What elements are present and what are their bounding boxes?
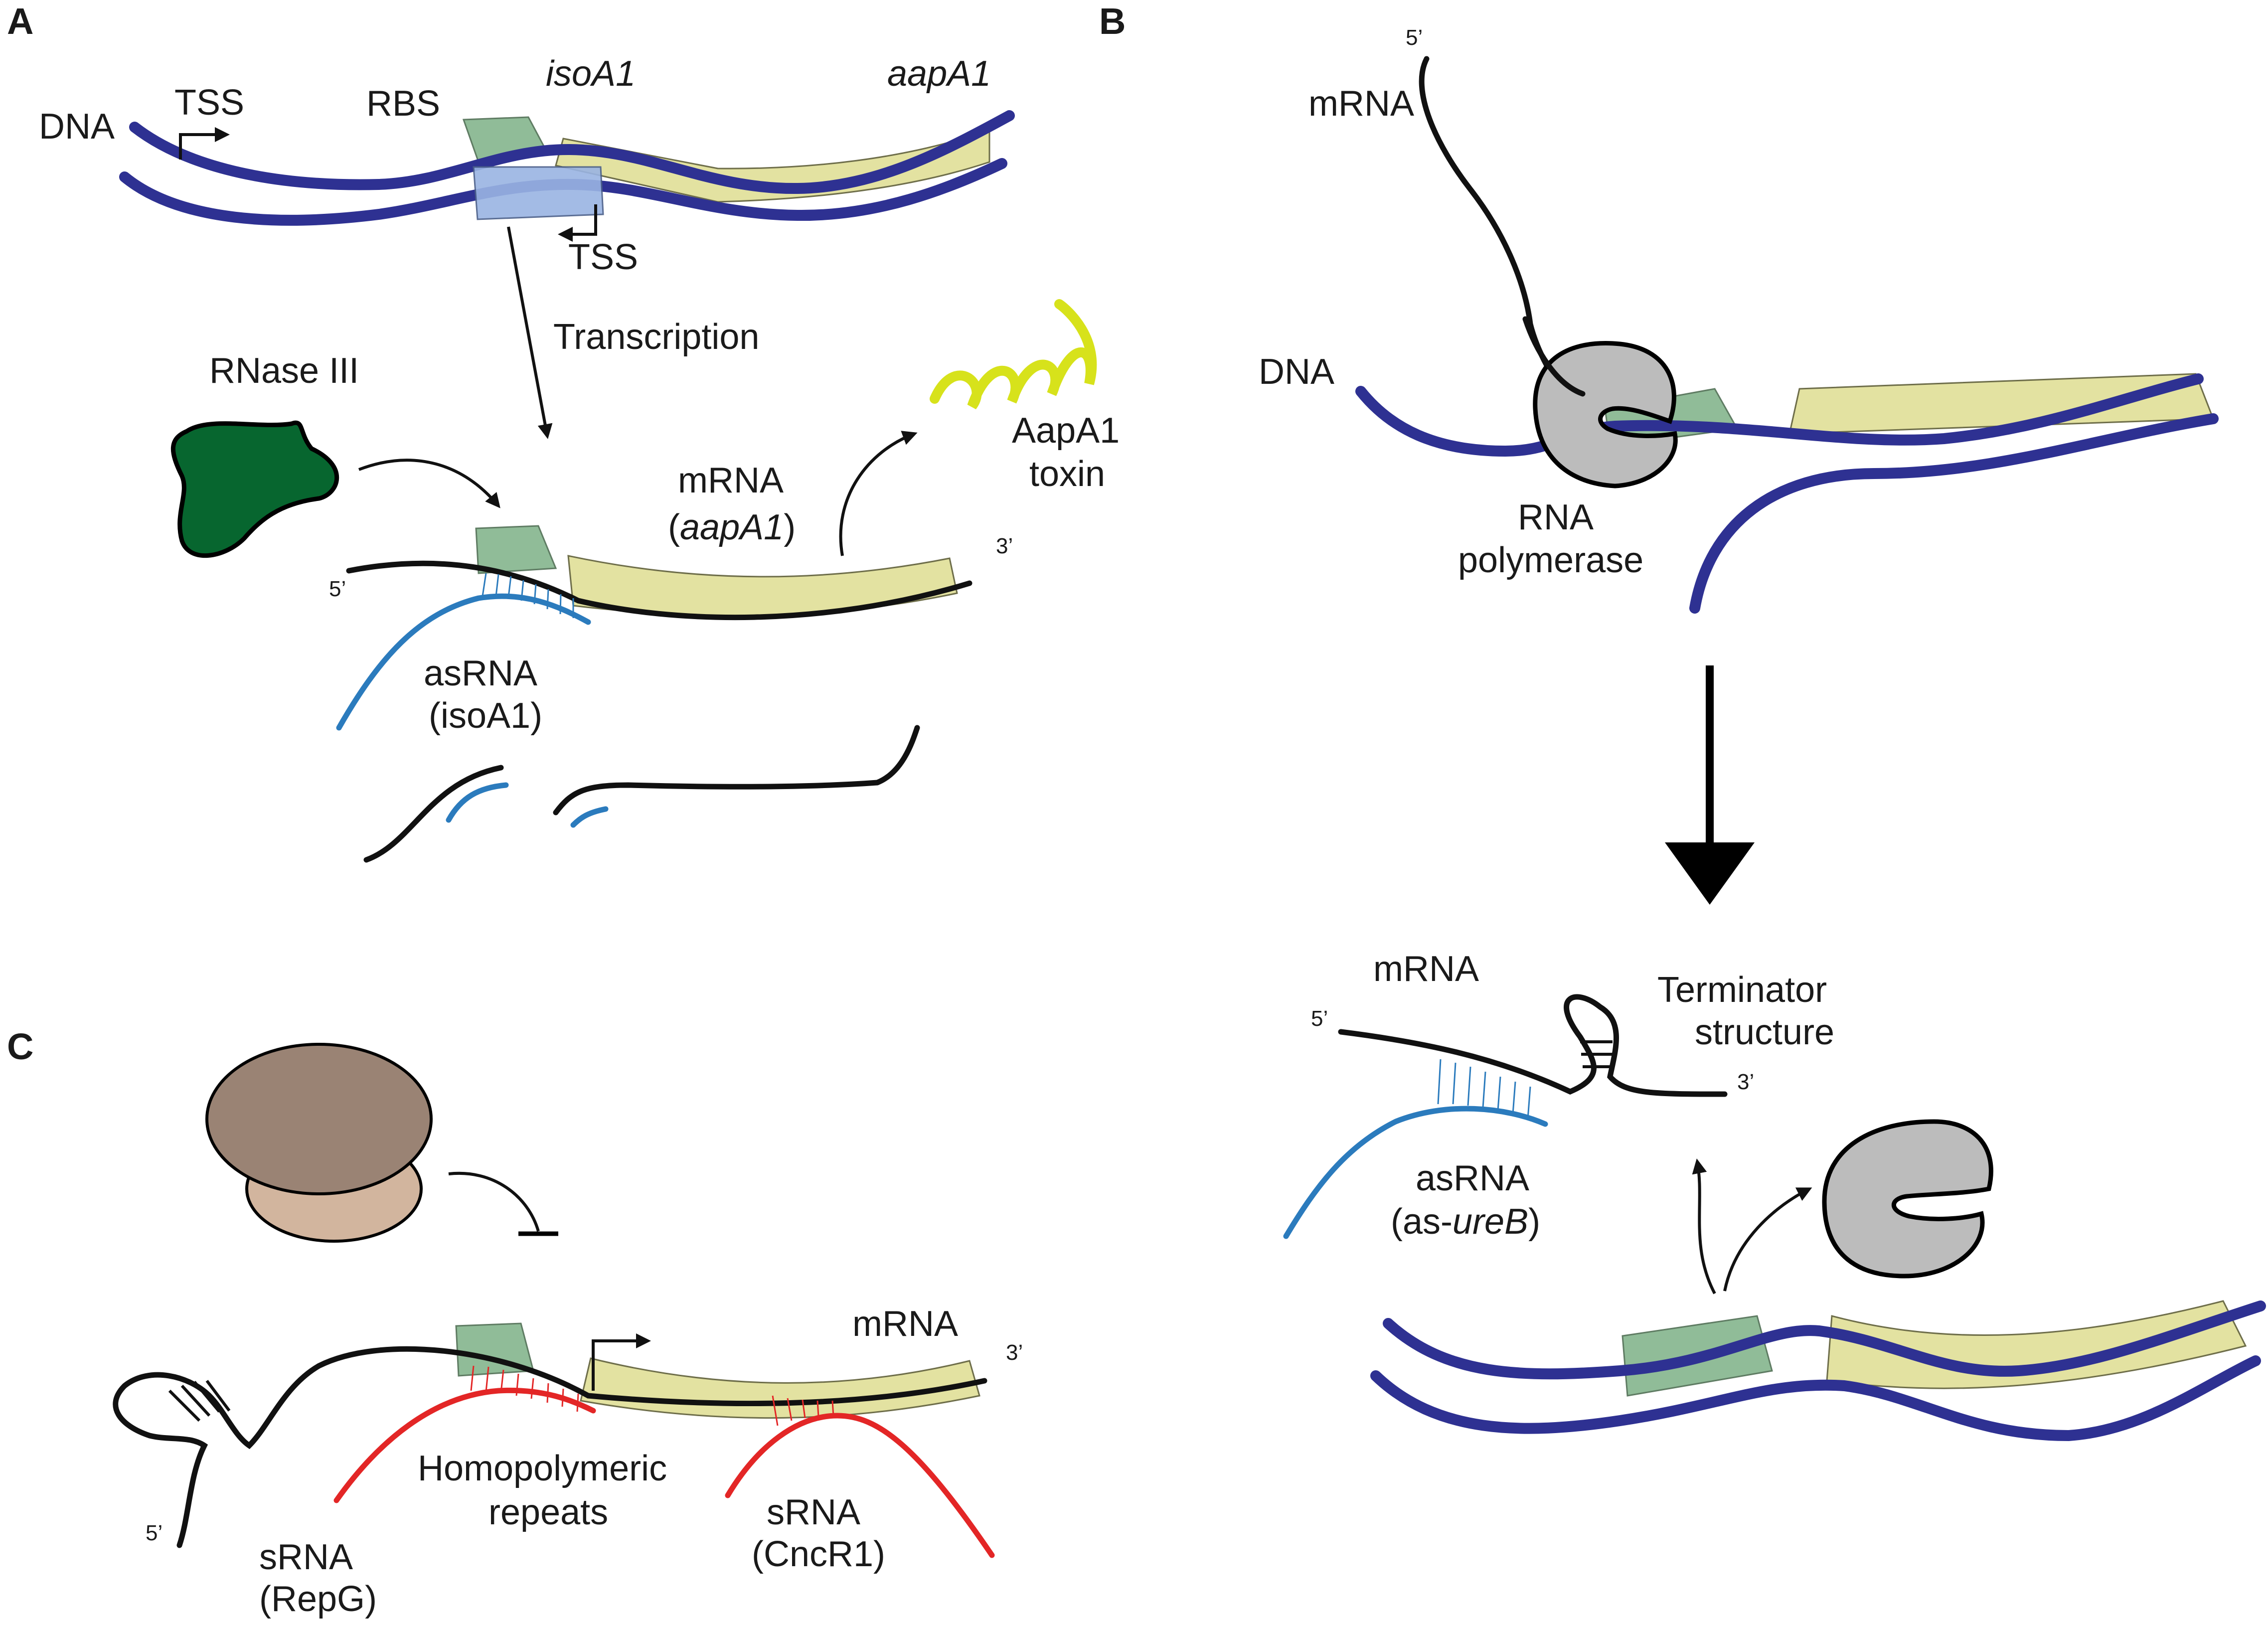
five-prime-label-c: 5’	[146, 1521, 162, 1545]
panel-label-b: B	[1099, 0, 1126, 42]
dna-strand-b-bottom-2	[1370, 1355, 2261, 1442]
three-prime-label-a: 3’	[996, 534, 1013, 558]
panel-c-repg-locus	[113, 1322, 995, 1558]
toxin-label-line1: AapA1	[1012, 411, 1120, 451]
asrna-label-a-line2: (isoA1)	[429, 696, 542, 736]
dna-strand-b-top-1	[1355, 373, 2204, 457]
transcription-label: Transcription	[553, 317, 759, 357]
toxin-label-line2: toxin	[1029, 454, 1105, 494]
srna-repg-strand	[333, 1387, 596, 1503]
translation-arrow	[839, 431, 918, 556]
transcription-arrow	[507, 226, 553, 439]
rna-polymerase-released	[1822, 1119, 1993, 1279]
rnap-label-line2: polymerase	[1458, 540, 1643, 580]
rna-polymerase-b-top	[1533, 341, 1678, 488]
mrna-label-a: mRNA	[678, 461, 784, 500]
homopolymeric-label-line2: repeats	[488, 1492, 608, 1532]
asrna-label-a-line1: asRNA	[424, 653, 537, 693]
mrna-label-c: mRNA	[852, 1304, 958, 1344]
asrna-ureb-pairing	[1437, 1059, 1531, 1120]
mrna-label-b-top: mRNA	[1308, 84, 1414, 124]
inhibition-arc	[448, 1171, 540, 1232]
rnase-iii-shape	[170, 420, 339, 558]
five-prime-label-b-bottom: 5’	[1311, 1006, 1328, 1031]
panel-label-a: A	[7, 0, 33, 42]
cleaved-asrna-left	[446, 782, 509, 823]
asrna-isoa1-strand	[336, 593, 591, 731]
nascent-mrna-strand	[1419, 56, 1568, 397]
mrna-strand	[346, 560, 972, 621]
cncr1-pairing	[772, 1395, 834, 1426]
stem-loop-pairs-c	[168, 1380, 231, 1422]
release-arrow-polymerase	[1723, 1187, 1812, 1292]
rnase-arrow	[358, 459, 500, 508]
big-down-arrow-head	[1665, 842, 1755, 905]
cleaved-fragment-left	[363, 765, 504, 863]
asrna-label-b-line1: asRNA	[1416, 1158, 1529, 1198]
srna-cncr1-label-line1: sRNA	[767, 1492, 860, 1532]
homopolymeric-label-line1: Homopolymeric	[418, 1449, 667, 1488]
srna-cncr1-label-line2: (CncR1)	[752, 1534, 885, 1574]
panel-a-dna-locus	[119, 110, 1015, 242]
cleavage-products	[363, 725, 920, 863]
asrna-mrna-pairing	[482, 573, 574, 618]
cleaved-fragment-right	[553, 725, 920, 815]
srna-cncr1-strand	[725, 1413, 995, 1558]
panel-b-terminated-transcript	[1283, 994, 1728, 1239]
tss-top-arrow	[179, 127, 230, 160]
terminated-mrna-strand	[1338, 994, 1728, 1097]
coding-box-c	[580, 1357, 980, 1419]
panel-c: C	[7, 1026, 1023, 1619]
asrna-ureb-strand	[1283, 1106, 1548, 1239]
release-arrow-transcript	[1692, 1158, 1716, 1295]
gene-label-aapa1: aapA1	[887, 54, 991, 94]
three-prime-label-b-bottom: 3’	[1737, 1070, 1754, 1094]
asrna-label-b-line2: (as-ureB)	[1391, 1202, 1540, 1242]
panel-b: B 5’ mRNA DNA RNA polymerase mRNA Termin…	[1099, 0, 2266, 1442]
srna-repg-label-line1: sRNA	[259, 1537, 353, 1577]
coding-box-b-bottom	[1826, 1300, 2247, 1389]
dna-label: DNA	[39, 107, 115, 147]
five-prime-label-b-top: 5’	[1406, 25, 1423, 50]
repg-pairing	[470, 1365, 579, 1412]
rbs-mrna-box	[475, 525, 557, 574]
srna-repg-label-line2: (RepG)	[259, 1579, 377, 1619]
panel-b-released-locus	[1370, 1300, 2266, 1442]
rnase-label: RNase III	[209, 351, 359, 391]
antisense-promoter-box	[473, 166, 604, 220]
dna-strand-b-top-2	[1689, 413, 2219, 614]
gene-label-isoa1: isoA1	[546, 54, 636, 94]
panel-label-c: C	[7, 1026, 33, 1067]
dna-strand-top	[129, 110, 1015, 194]
tss-label-bottom: TSS	[568, 237, 638, 277]
panel-a: A DNA TSS RBS isoA1 aapA1 TSS Transcript…	[7, 0, 1120, 863]
panel-a-mrna-duplex	[336, 525, 972, 731]
mrna-gene-label-a: (aapA1)	[668, 507, 796, 547]
ribosome-large-subunit	[205, 1043, 433, 1195]
mrna-label-b-bottom: mRNA	[1373, 949, 1479, 989]
tss-bottom-arrow	[558, 204, 597, 242]
terminator-label-line2: structure	[1695, 1012, 1834, 1052]
rnap-label-line1: RNA	[1518, 497, 1594, 537]
tss-arrow-c	[592, 1333, 651, 1391]
mrna-strand-c	[113, 1346, 987, 1548]
tss-label-top: TSS	[174, 83, 244, 123]
terminator-stem-pairs	[1580, 1040, 1613, 1068]
aapa1-coding-box	[555, 128, 990, 203]
rbs-label: RBS	[366, 84, 440, 124]
dna-label-b: DNA	[1259, 352, 1334, 392]
coding-box-b-top	[1788, 373, 2215, 435]
aapa1-toxin-helix	[930, 299, 1097, 410]
mrna-inside-polymerase	[1522, 316, 1586, 397]
five-prime-label-a: 5’	[329, 577, 346, 601]
dna-strand-b-bottom-1	[1383, 1301, 2266, 1380]
panel-b-transcribing-locus	[1355, 316, 2219, 614]
terminator-label-line1: Terminator	[1657, 970, 1827, 1010]
three-prime-label-c: 3’	[1006, 1340, 1023, 1365]
aapa1-mrna-box	[567, 555, 958, 617]
cleaved-asrna-right	[570, 806, 609, 828]
